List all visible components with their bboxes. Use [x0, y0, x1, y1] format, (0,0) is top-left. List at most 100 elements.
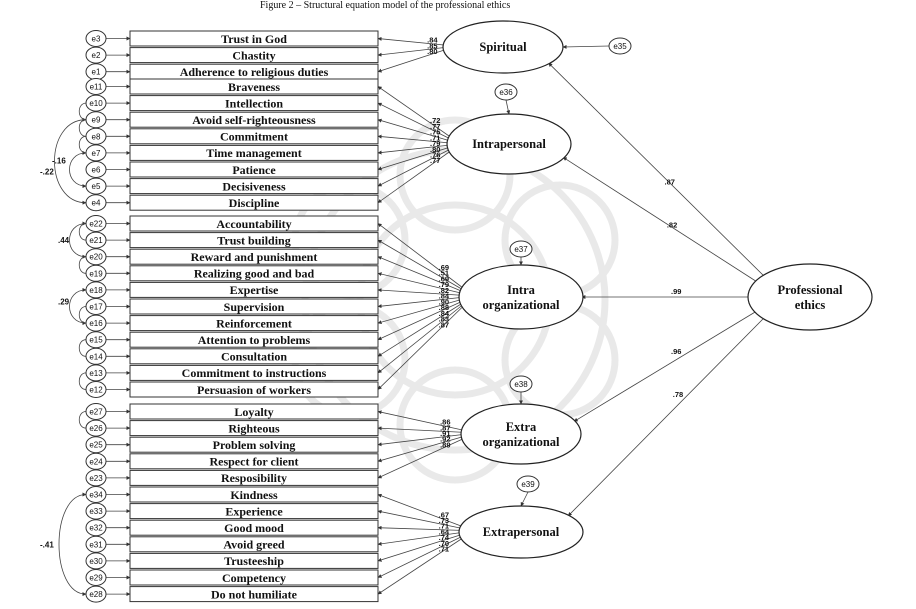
indicator-label: Trust in God: [221, 32, 287, 46]
indicator-box: [129, 95, 379, 112]
loading-path: [377, 256, 466, 293]
latent-error-term: [608, 37, 632, 55]
loading-path: [377, 134, 454, 144]
indicator-label: Competency: [222, 571, 286, 585]
structural-loading-label: .96: [671, 347, 681, 356]
covariance-arc: [69, 221, 87, 259]
header-fragment: Figure 2 – Structural equation model of …: [260, 0, 510, 11]
error-term-label: e18: [89, 286, 103, 295]
loading-label: .64: [439, 527, 450, 536]
indicator-box: [129, 453, 379, 470]
loading-path: [377, 304, 466, 390]
error-term: [85, 569, 107, 586]
latent-extrapersonal: [458, 505, 584, 559]
error-term-label: e33: [89, 507, 103, 516]
error-term-label: e4: [92, 199, 101, 208]
error-term: [85, 111, 107, 129]
indicator-box: [129, 47, 379, 64]
error-term-label: e7: [92, 149, 101, 158]
error-term-label: e11: [90, 83, 103, 92]
error-term-label: e28: [89, 590, 103, 599]
latent-error-label: e39: [521, 480, 535, 489]
error-term: [85, 30, 107, 47]
error-term: [85, 535, 107, 553]
indicator-box: [129, 128, 379, 145]
indicator-box: [129, 298, 379, 315]
loading-path: [377, 36, 450, 46]
indicator-label: Respect for client: [209, 455, 298, 469]
error-term-label: e10: [89, 99, 103, 108]
loading-label: .83: [439, 315, 449, 324]
error-term: [85, 215, 107, 232]
loading-path: [377, 533, 466, 562]
latent-error-path: [562, 44, 610, 49]
indicator-label: Loyalty: [234, 405, 273, 419]
indicator-box: [129, 486, 379, 503]
error-term: [85, 403, 107, 420]
indicator-box: [129, 194, 379, 211]
indicator-box: [129, 265, 379, 282]
indicator-box: [129, 381, 379, 398]
latent-extra_org: [460, 403, 582, 465]
error-term: [85, 364, 107, 382]
higher-order-label-1: Professional: [777, 283, 843, 297]
loading-label: .84: [439, 292, 450, 301]
error-term-label: e26: [89, 424, 103, 433]
loading-label: .72: [430, 116, 440, 125]
indicator-label: Adherence to religious duties: [180, 65, 329, 79]
indicator-box: [129, 78, 379, 95]
indicator-label: Expertise: [230, 283, 279, 297]
loading-path: [377, 536, 466, 595]
indicator-label: Decisiveness: [222, 179, 286, 193]
indicator-label: Commitment to instructions: [182, 366, 327, 380]
error-term: [85, 519, 107, 537]
error-term-label: e17: [89, 303, 103, 312]
indicator-label: Trust building: [217, 233, 290, 247]
indicator-label: Righteous: [228, 421, 280, 435]
error-term-label: e16: [89, 319, 103, 328]
indicator-label: Avoid self-righteousness: [192, 113, 316, 127]
indicator-box: [129, 144, 379, 161]
latent-intrapersonal: [446, 113, 572, 175]
covariance-arc-small: [78, 372, 87, 390]
indicator-label: Trusteeship: [224, 554, 284, 568]
error-term: [85, 347, 107, 365]
covariance-arc-small: [78, 256, 87, 274]
error-term-label: e25: [89, 441, 103, 450]
indicator-box: [129, 403, 379, 420]
indicator-box: [129, 111, 379, 128]
indicator-label: Do not humiliate: [211, 587, 298, 601]
structural-path: [562, 156, 760, 284]
covariance-arc-small: [78, 306, 87, 324]
loading-label: .88: [439, 303, 449, 312]
loading-label: .80: [427, 47, 437, 56]
error-term-label: e15: [89, 336, 103, 345]
error-term: [85, 248, 107, 266]
covariance-label: -.41: [40, 540, 54, 549]
structural-path: [573, 309, 759, 422]
covariance-label: -.16: [52, 157, 66, 166]
latent-error-path: [505, 99, 511, 115]
error-term-label: e1: [92, 68, 101, 77]
indicator-box: [129, 348, 379, 365]
loading-label: .77: [430, 122, 440, 131]
latent-error-term: [516, 475, 540, 493]
covariance-label: .29: [58, 298, 70, 307]
latent-spiritual: [442, 20, 564, 74]
error-term: [85, 127, 107, 145]
error-term: [85, 419, 107, 437]
loading-label: .87: [439, 320, 449, 329]
error-term-label: e34: [89, 491, 103, 500]
loading-path: [377, 299, 466, 341]
covariance-label: -.22: [40, 168, 54, 177]
loading-path: [377, 301, 466, 357]
indicator-label: Commitment: [220, 130, 288, 144]
indicator-box: [129, 436, 379, 453]
error-term-label: e5: [92, 182, 101, 191]
indicator-box: [129, 469, 379, 486]
loading-label: .86: [440, 418, 450, 427]
structural-path: [548, 62, 767, 279]
higher-order-label-2: ethics: [795, 298, 826, 312]
